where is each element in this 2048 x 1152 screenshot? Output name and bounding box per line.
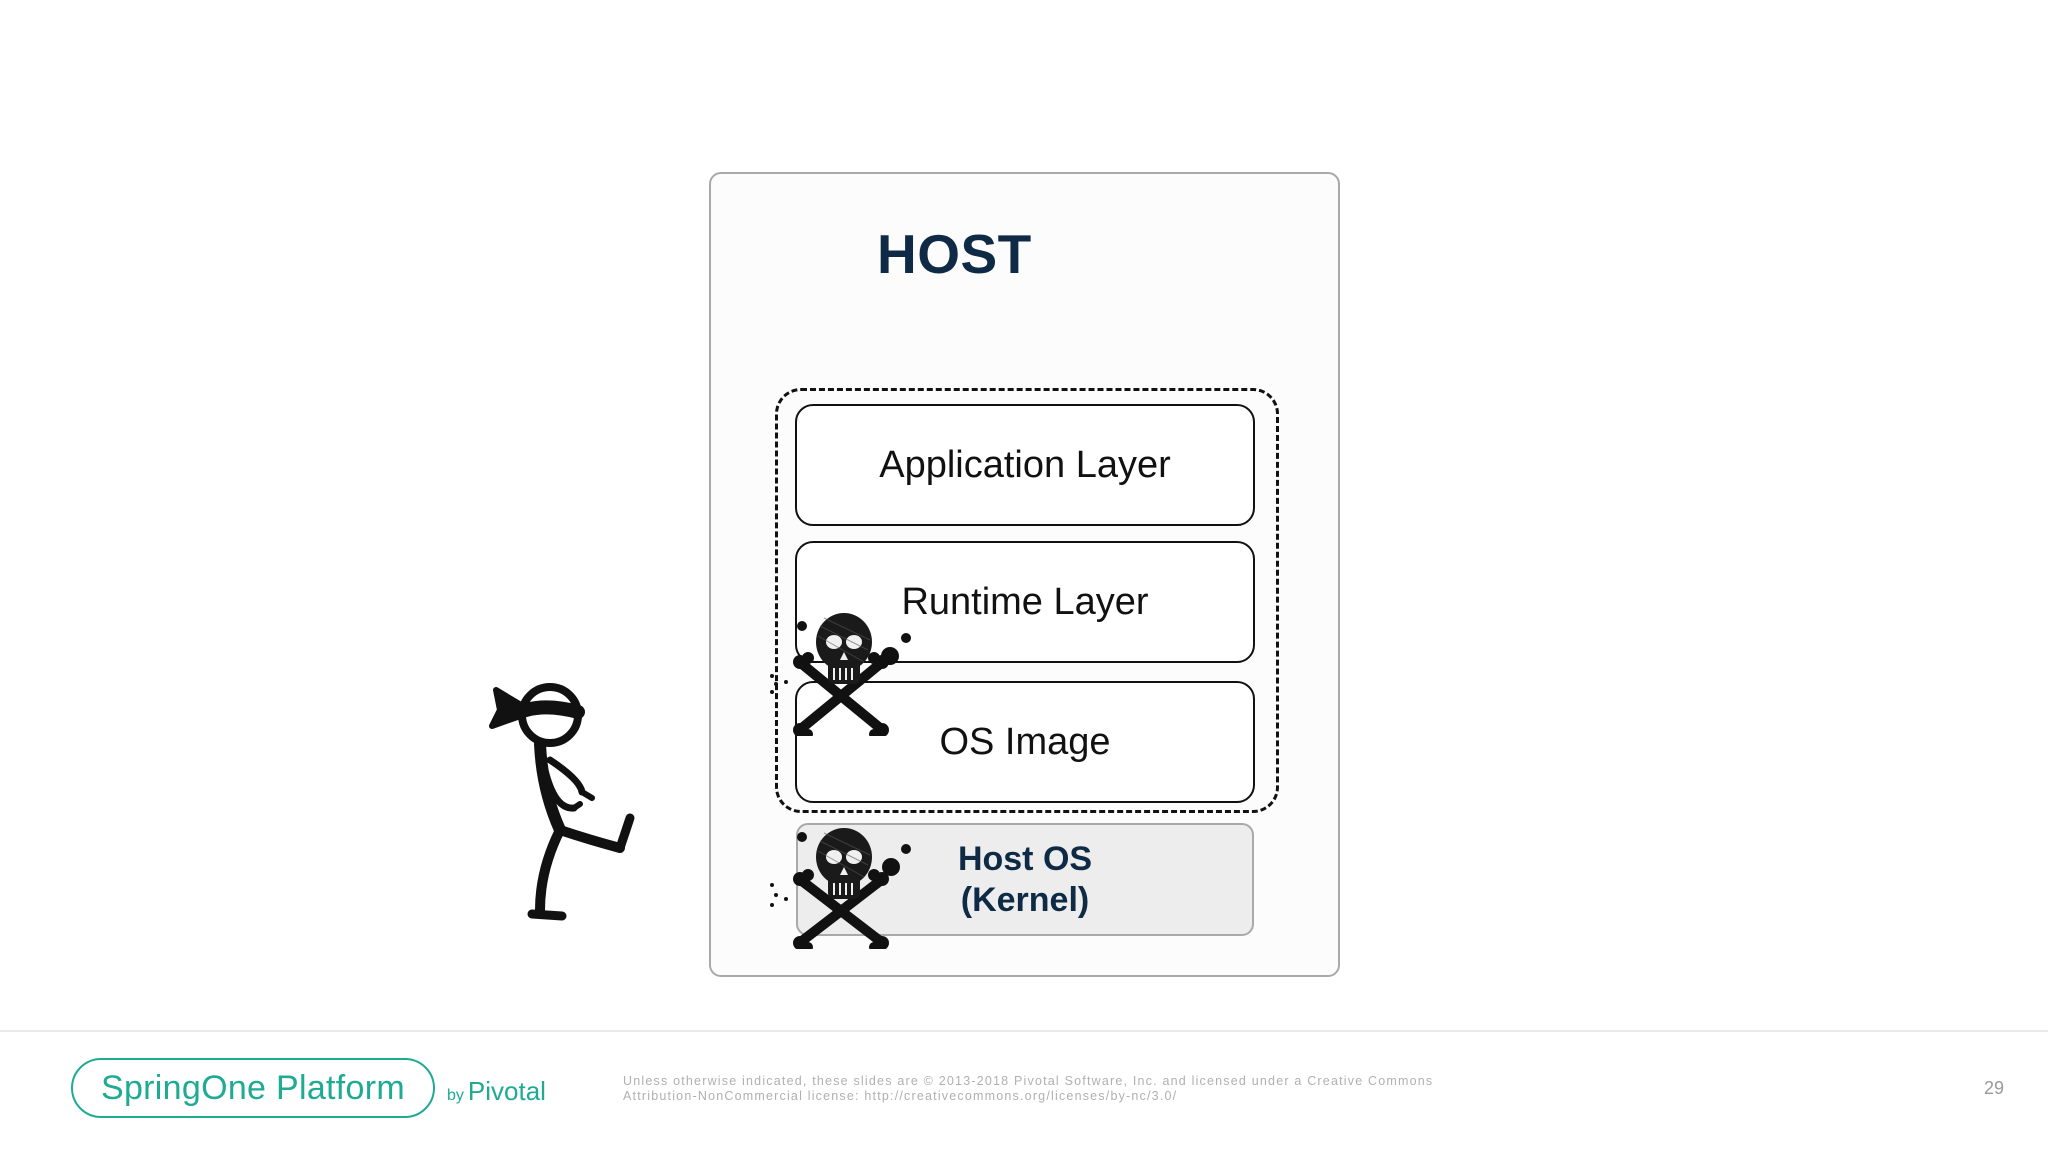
container-boundary (775, 388, 1279, 813)
runtime-layer-label: Runtime Layer (901, 580, 1149, 623)
footer-divider (0, 1030, 2048, 1032)
skull-crossbones-icon (770, 828, 911, 949)
os-image-box: OS Image (795, 681, 1255, 803)
footer (0, 1032, 2048, 1152)
os-image-label: OS Image (939, 720, 1111, 763)
ninja-stick-figure-icon (489, 683, 635, 921)
page-number: 29 (1984, 1078, 2005, 1098)
brand-text: SpringOne Platform (101, 1068, 405, 1107)
pivotal-name: Pivotal (467, 1076, 546, 1106)
by-prefix: by (447, 1087, 464, 1104)
application-layer-box: Application Layer (795, 404, 1255, 526)
license-line1: Unless otherwise indicated, these slides… (623, 1074, 1434, 1088)
license-line2: Attribution-NonCommercial license: http:… (623, 1089, 1178, 1103)
license-notice: Unless otherwise indicated, these slides… (623, 1074, 1563, 1104)
host-title: HOST (877, 223, 1032, 285)
springone-platform-logo: SpringOne Platform (71, 1058, 435, 1118)
kernel-line2: (Kernel) (960, 880, 1090, 919)
skull-crossbones-icon (770, 613, 911, 736)
kernel-line1: Host OS (957, 839, 1093, 878)
application-layer-label: Application Layer (879, 443, 1171, 486)
slide: HOST Application Layer Runtime Layer OS … (489, 172, 1340, 977)
